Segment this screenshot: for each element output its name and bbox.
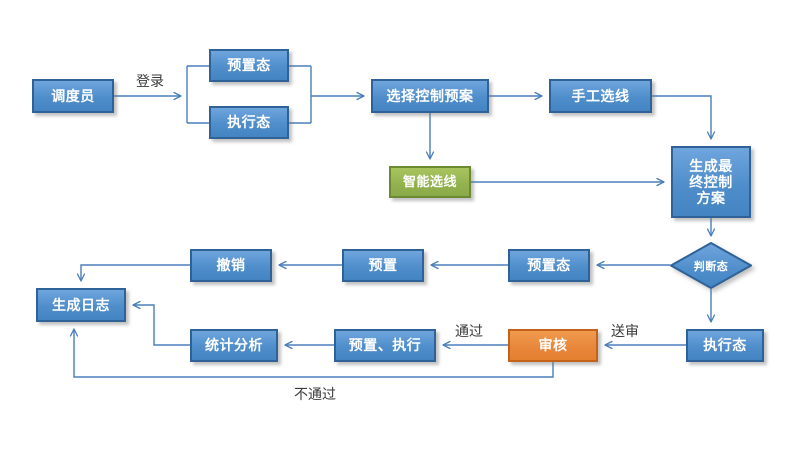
node-stat-analysis-label: 统计分析 (205, 337, 263, 354)
node-dispatcher[interactable]: 调度员 (32, 79, 114, 113)
node-preset-label: 预置 (368, 257, 398, 274)
diamond-shape (670, 242, 752, 289)
edge-manual-line-to-final-plan (652, 95, 716, 140)
node-exec-state-label: 执行态 (227, 114, 271, 131)
node-exec-state[interactable]: 执行态 (209, 106, 289, 139)
node-judge-state[interactable]: 判断态 (670, 242, 752, 289)
node-review-label: 审核 (538, 337, 568, 354)
node-preset-state[interactable]: 预置态 (209, 49, 289, 82)
node-revoke-label: 撤销 (216, 257, 246, 274)
node-preset-exec[interactable]: 预置、执行 (334, 329, 436, 362)
node-manual-line[interactable]: 手工选线 (549, 79, 652, 113)
node-preset-state2[interactable]: 预置态 (508, 249, 590, 282)
node-revoke[interactable]: 撤销 (190, 249, 272, 282)
edge-label-pass: 通过 (455, 325, 483, 340)
edge-label-not-pass: 不通过 (294, 388, 336, 403)
node-smart-line-label: 智能选线 (402, 173, 457, 189)
edge-label-login: 登录 (136, 75, 164, 90)
node-dispatcher-label: 调度员 (51, 87, 95, 104)
node-select-plan[interactable]: 选择控制预案 (371, 79, 489, 113)
edge-label-submit: 送审 (611, 325, 639, 340)
node-preset-state-label: 预置态 (227, 57, 271, 74)
node-gen-log[interactable]: 生成日志 (36, 288, 126, 322)
node-judge-state-label: 判断态 (693, 260, 729, 273)
node-smart-line[interactable]: 智能选线 (389, 166, 471, 198)
edge-stat-analysis-to-gen-log (132, 300, 190, 346)
node-preset[interactable]: 预置 (342, 249, 424, 282)
node-final-plan[interactable]: 生成最 终控制 方案 (671, 146, 751, 218)
node-review[interactable]: 审核 (508, 329, 598, 362)
node-exec-state2[interactable]: 执行态 (686, 329, 764, 362)
node-preset-state2-label: 预置态 (527, 257, 571, 274)
node-final-plan-label: 生成最 终控制 方案 (689, 157, 733, 207)
edge-revoke-to-gen-log (76, 264, 190, 282)
node-select-plan-label: 选择控制预案 (386, 87, 474, 104)
node-gen-log-label: 生成日志 (52, 296, 110, 313)
node-preset-exec-label: 预置、执行 (348, 337, 422, 354)
node-exec-state2-label: 执行态 (703, 337, 747, 354)
node-manual-line-label: 手工选线 (571, 87, 630, 104)
node-stat-analysis[interactable]: 统计分析 (190, 329, 278, 362)
